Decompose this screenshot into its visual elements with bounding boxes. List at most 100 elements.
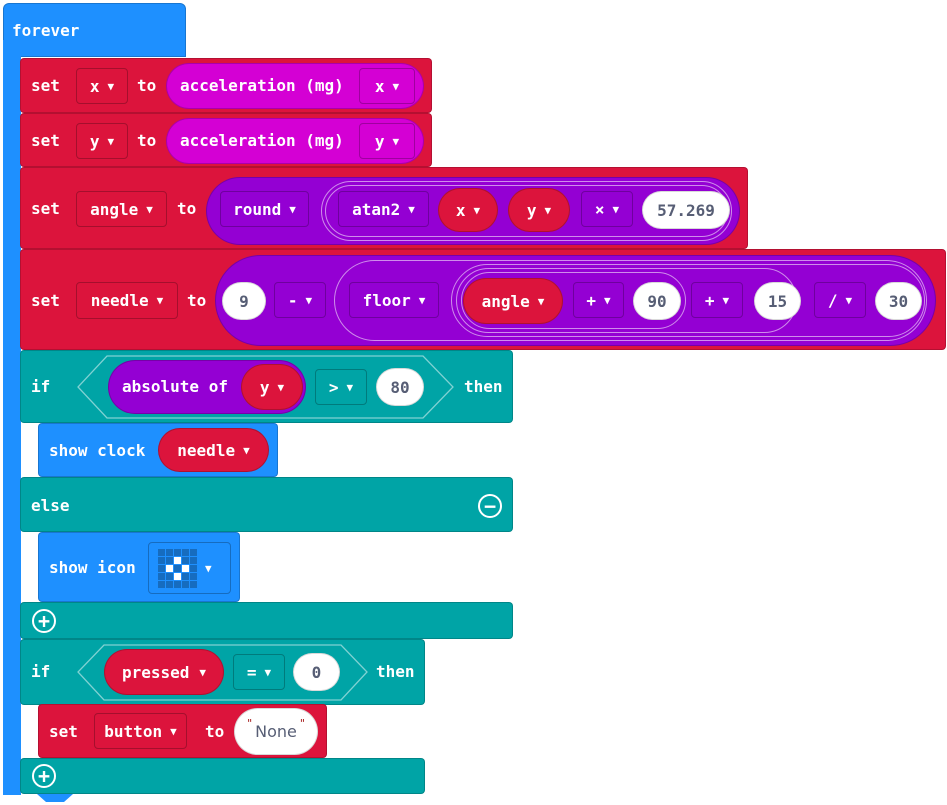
operator-dropdown[interactable]: -▼ [274, 282, 326, 318]
then-label: then [464, 377, 503, 396]
acceleration-reporter[interactable]: acceleration (mg) x▼ [166, 63, 424, 109]
chevron-down-icon: ▼ [408, 202, 415, 216]
floor-dropdown[interactable]: floor▼ [349, 282, 439, 318]
led-off [182, 548, 189, 556]
axis-dropdown[interactable]: x▼ [359, 68, 415, 104]
quote-open: " [247, 717, 253, 730]
var-name: needle [90, 291, 149, 310]
var-dropdown-x[interactable]: x▼ [76, 68, 128, 104]
compare-dropdown[interactable]: >▼ [315, 369, 367, 405]
var-dropdown-needle[interactable]: needle▼ [76, 282, 178, 319]
chevron-down-icon: ▼ [418, 293, 426, 307]
number-input[interactable]: 15 [754, 282, 801, 320]
var-reporter-needle[interactable]: needle▼ [158, 428, 269, 472]
show-icon-block[interactable]: show icon ▼ [38, 532, 240, 602]
chevron-down-icon: ▼ [544, 203, 552, 217]
quote-close: " [299, 717, 305, 730]
chevron-down-icon: ▼ [722, 293, 730, 307]
set-y-block[interactable]: set y▼ to acceleration (mg) y▼ [20, 113, 432, 167]
if-else-block[interactable]: if absolute of y▼ >▼ 80 then [20, 350, 513, 423]
show-clock-block[interactable]: show clock needle▼ [38, 423, 278, 477]
op-name: + [704, 290, 715, 310]
chevron-down-icon: ▼ [107, 79, 115, 93]
led-on [174, 556, 181, 564]
chevron-down-icon: ▼ [107, 134, 115, 148]
atan2-dropdown[interactable]: atan2 ▼ [338, 191, 429, 227]
set-button-block[interactable]: set button▼ to "None" [38, 704, 327, 758]
atan2-reporter[interactable] [321, 181, 732, 241]
led-off [190, 564, 197, 572]
acceleration-reporter[interactable]: acceleration (mg) y▼ [166, 118, 424, 164]
op-name: atan2 [352, 199, 401, 219]
number-input[interactable]: 90 [633, 282, 681, 320]
led-off [182, 556, 189, 564]
number-input[interactable]: 57.269 [642, 191, 730, 229]
number-input[interactable]: 30 [875, 282, 922, 320]
number-input[interactable]: 0 [293, 653, 340, 691]
var-name: button [104, 721, 163, 741]
pressed-reporter[interactable]: pressed▼ [104, 649, 224, 695]
var-reporter-y[interactable]: y▼ [508, 188, 570, 232]
var-name: angle [90, 199, 139, 219]
set-label: set [31, 199, 60, 218]
then-label: then [376, 662, 415, 681]
forever-label: forever [12, 21, 80, 40]
set-label: set [31, 131, 60, 150]
string-input[interactable]: "None" [234, 708, 318, 755]
else-end-band: + [20, 602, 513, 639]
to-label: to [177, 199, 197, 218]
reporter-label: acceleration (mg) [180, 76, 344, 95]
axis-dropdown[interactable]: y▼ [359, 123, 415, 159]
number-input[interactable]: 80 [376, 368, 424, 406]
number-input[interactable]: 9 [222, 282, 266, 320]
show-icon-label: show icon [49, 558, 136, 577]
set-needle-block[interactable]: set needle▼ to 9 -▼ floor▼ angle▼ +▼ 90 … [20, 249, 946, 350]
icon-dropdown[interactable]: ▼ [148, 542, 231, 594]
var-dropdown-y[interactable]: y▼ [76, 123, 128, 159]
operator-dropdown[interactable]: ×▼ [581, 191, 633, 227]
operator-dropdown[interactable]: /▼ [814, 282, 866, 318]
chevron-down-icon: ▼ [604, 293, 611, 307]
led-off [158, 564, 165, 572]
op-name: × [594, 199, 605, 219]
chevron-down-icon: ▼ [537, 294, 545, 308]
divide-reporter[interactable] [451, 264, 925, 337]
set-x-block[interactable]: set x▼ to acceleration (mg) x▼ [20, 58, 432, 113]
var-dropdown-angle[interactable]: angle▼ [76, 191, 167, 227]
led-off [190, 572, 197, 580]
floor-reporter[interactable] [334, 260, 927, 341]
var-dropdown-button[interactable]: button▼ [94, 713, 187, 749]
set-angle-block[interactable]: set angle▼ to round▼ atan2▼ x▼ y▼ ×▼ 57.… [20, 167, 748, 249]
forever-block[interactable] [3, 3, 186, 57]
led-off [190, 580, 197, 588]
if-label: if [31, 662, 51, 681]
led-off [174, 564, 181, 572]
to-label: to [187, 291, 207, 310]
led-off [166, 572, 173, 580]
plus-circle-icon[interactable]: + [32, 764, 56, 788]
plus-circle-icon[interactable]: + [32, 609, 56, 633]
condition-hexagon[interactable] [77, 355, 455, 419]
var-name: angle [481, 291, 530, 311]
chevron-down-icon: ▼ [289, 202, 296, 216]
led-off [166, 556, 173, 564]
operator-dropdown[interactable]: +▼ [691, 282, 743, 318]
plus90-reporter[interactable] [461, 272, 686, 329]
operator-dropdown[interactable]: +▼ [573, 282, 624, 318]
compare-dropdown[interactable]: =▼ [233, 654, 285, 690]
set-label: set [31, 76, 60, 95]
op-name: / [827, 290, 838, 310]
op-name: > [328, 377, 339, 397]
round-dropdown[interactable]: round▼ [220, 191, 309, 227]
chevron-down-icon: ▼ [305, 293, 313, 307]
condition-hexagon[interactable] [77, 644, 369, 701]
var-reporter-x[interactable]: x▼ [438, 188, 498, 232]
var-reporter-angle[interactable]: angle ▼ [463, 278, 563, 324]
minus-circle-icon[interactable]: − [478, 494, 502, 518]
var-reporter-y[interactable]: y▼ [241, 364, 303, 410]
to-label: to [137, 76, 157, 95]
chevron-down-icon: ▼ [243, 443, 250, 457]
if-block[interactable]: if pressed▼ =▼ 0 then [20, 639, 425, 705]
else-label: else [31, 496, 70, 515]
chevron-down-icon: ▼ [473, 203, 481, 217]
